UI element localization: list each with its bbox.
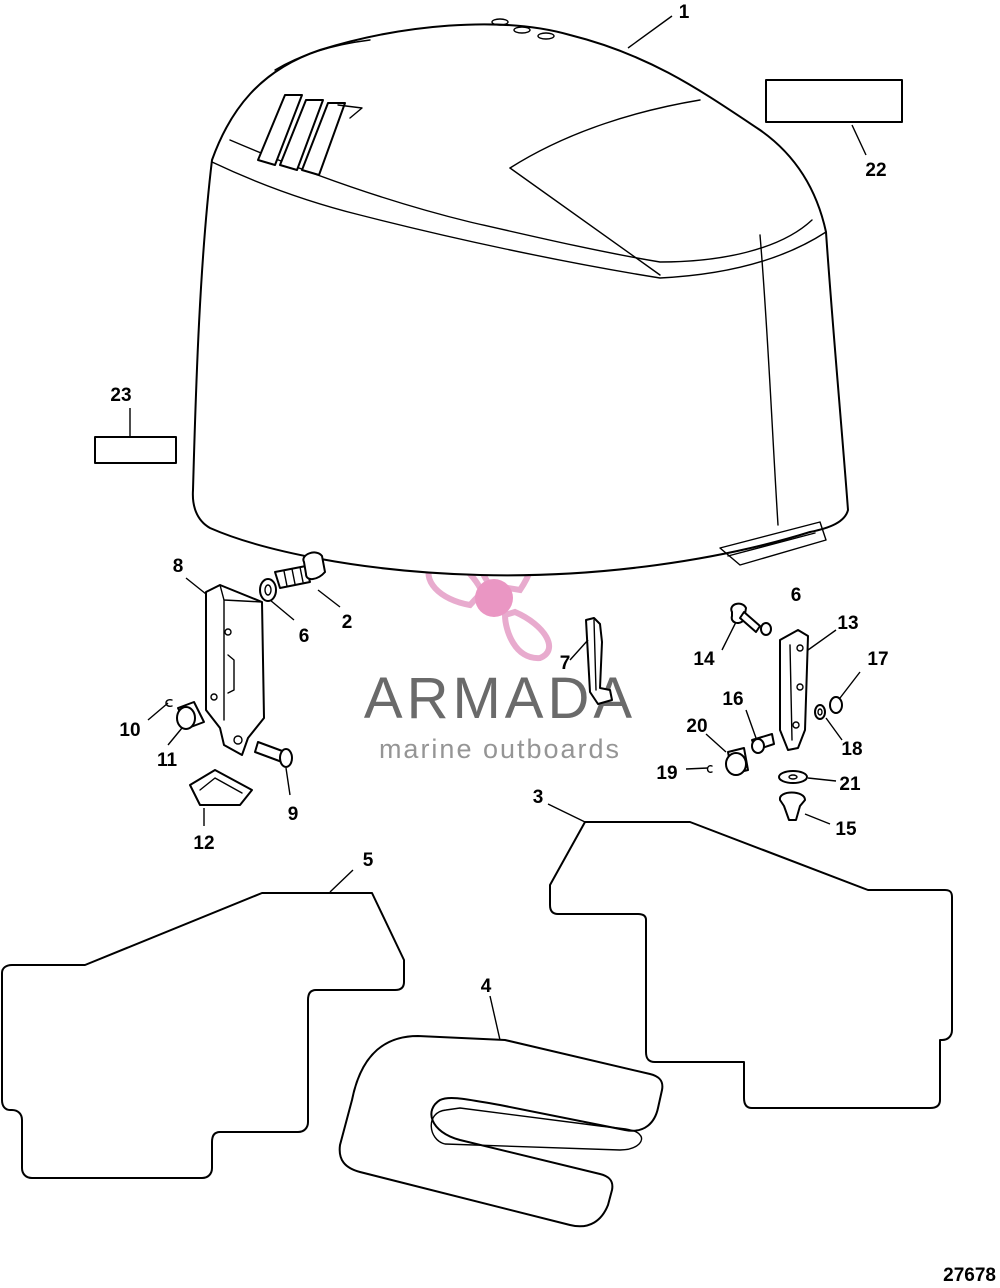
decal-22: [765, 79, 903, 123]
callout-13: 13: [837, 613, 858, 634]
washer-21: [778, 770, 808, 784]
callout-17: 17: [867, 649, 888, 670]
seal-4: [338, 1035, 664, 1228]
latch-cup-12: [189, 769, 253, 806]
callout-22: 22: [865, 160, 886, 181]
callout-21: 21: [839, 774, 861, 795]
bolt-2: [274, 551, 326, 589]
left-latch-bracket: [205, 584, 265, 756]
watermark-title: ARMADA: [364, 666, 636, 731]
cowl-top-vent-icon: [491, 18, 555, 40]
callout-labels: 1 22 23 8 2 6 7 6 13 14 17 16 20 18 19 2…: [110, 2, 888, 997]
right-latch-bracket: [779, 629, 809, 751]
callout-11: 11: [157, 750, 178, 771]
propeller-hub-icon: [475, 579, 513, 617]
callout-3: 3: [533, 787, 544, 808]
washer-18: [814, 704, 826, 720]
callout-1: 1: [679, 2, 690, 23]
decal-23: [94, 436, 177, 464]
e-clip-19: [706, 765, 713, 773]
callout-6-left: 6: [299, 626, 310, 647]
callout-7: 7: [560, 653, 571, 674]
pin-9: [254, 741, 293, 768]
bolt-14: [730, 602, 761, 633]
callout-8: 8: [173, 556, 184, 577]
callout-2: 2: [342, 612, 353, 633]
stud-16: [751, 733, 775, 754]
nut-17: [829, 696, 843, 714]
callout-14: 14: [693, 649, 715, 670]
leader-lines: [129, 15, 867, 1041]
washer-6-right: [760, 622, 772, 636]
e-clip-10: [165, 699, 173, 707]
callout-23: 23: [110, 385, 131, 406]
callout-5: 5: [363, 850, 374, 871]
callout-16: 16: [722, 689, 743, 710]
bushing-20: [725, 747, 749, 776]
bushing-11: [176, 701, 205, 730]
armada-logo: ARMADA marine outboards: [364, 526, 636, 764]
callout-4: 4: [481, 976, 492, 997]
top-cowl: [191, 18, 849, 577]
watermark-subtitle: marine outboards: [379, 734, 621, 764]
figure-number: 27678: [943, 1265, 996, 1286]
seal-3: [549, 821, 953, 1109]
callout-10: 10: [119, 720, 140, 741]
callout-18: 18: [841, 739, 862, 760]
callout-6-right: 6: [791, 585, 802, 606]
cowl-vent-icon: [257, 94, 363, 176]
callout-9: 9: [288, 804, 299, 825]
callout-12: 12: [193, 833, 214, 854]
callout-20: 20: [686, 716, 707, 737]
seal-5: [1, 892, 405, 1179]
lock-washer-6-left: [259, 578, 277, 602]
clip-7: [585, 617, 613, 705]
callout-15: 15: [835, 819, 857, 840]
grommet-15: [779, 791, 806, 821]
callout-19: 19: [656, 763, 677, 784]
